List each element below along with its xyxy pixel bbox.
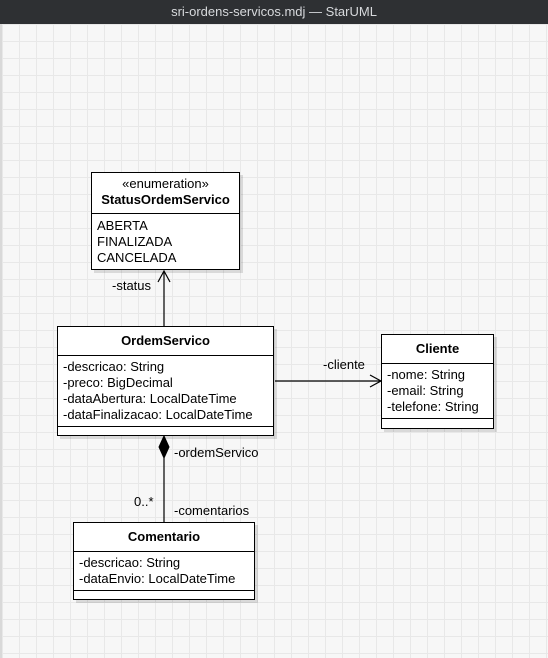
class-operations — [58, 427, 273, 435]
cliente-role-label: -cliente — [323, 357, 365, 372]
attribute: -dataAbertura: LocalDateTime — [63, 391, 237, 406]
class-header: Comentario — [74, 523, 254, 552]
window-title: sri-ordens-servicos.mdj — StarUML — [171, 4, 377, 19]
enum-literal: ABERTA — [97, 218, 148, 233]
class-attributes: -descricao: String -dataEnvio: LocalDate… — [74, 552, 254, 591]
enum-literal: FINALIZADA — [97, 234, 173, 249]
class-header: OrdemServico — [58, 327, 273, 356]
enum-literals: ABERTA FINALIZADA CANCELADA — [92, 214, 239, 269]
class-header: «enumeration» StatusOrdemServico — [92, 173, 239, 214]
composition-diamond — [158, 434, 170, 460]
attribute: -descricao: String — [63, 359, 165, 374]
attribute: -descricao: String — [79, 555, 181, 570]
enum-literal: CANCELADA — [97, 250, 177, 265]
attribute: -dataFinalizacao: LocalDateTime — [63, 407, 253, 422]
class-name: Cliente — [415, 341, 460, 356]
class-statusordemservico[interactable]: «enumeration» StatusOrdemServico ABERTA … — [91, 172, 240, 270]
class-operations — [74, 591, 254, 599]
attribute: -email: String — [387, 383, 464, 398]
stereotype-label: «enumeration» — [122, 176, 209, 191]
multiplicity-label: 0..* — [134, 494, 154, 509]
class-attributes: -nome: String -email: String -telefone: … — [382, 364, 493, 419]
class-cliente[interactable]: Cliente -nome: String -email: String -te… — [381, 334, 494, 429]
class-name: Comentario — [127, 529, 201, 544]
ordemservico-role-label: -ordemServico — [174, 445, 259, 460]
attribute: -preco: BigDecimal — [63, 375, 173, 390]
comentarios-role-label: -comentarios — [174, 503, 250, 518]
class-name: OrdemServico — [121, 333, 210, 348]
class-ordemservico[interactable]: OrdemServico -descricao: String -preco: … — [57, 326, 274, 436]
class-name: StatusOrdemServico — [101, 192, 230, 207]
status-arrowhead — [157, 269, 171, 283]
class-attributes: -descricao: String -preco: BigDecimal -d… — [58, 356, 273, 427]
class-header: Cliente — [382, 335, 493, 364]
class-comentario[interactable]: Comentario -descricao: String -dataEnvio… — [73, 522, 255, 600]
attribute: -dataEnvio: LocalDateTime — [79, 571, 236, 586]
window-titlebar: sri-ordens-servicos.mdj — StarUML — [0, 0, 548, 24]
status-role-label: -status — [112, 278, 152, 293]
class-operations — [382, 419, 493, 427]
attribute: -telefone: String — [387, 399, 479, 414]
attribute: -nome: String — [387, 367, 466, 382]
